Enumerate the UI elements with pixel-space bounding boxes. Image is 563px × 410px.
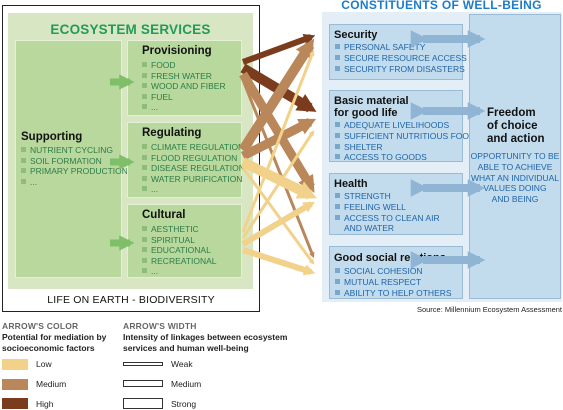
cultural-item: RECREATIONAL <box>142 256 217 267</box>
provisioning-item: FUEL <box>142 92 226 103</box>
legend-width-subtitle: Intensity of linkages between ecosystem … <box>123 332 288 353</box>
regulating-item: DISEASE REGULATION <box>142 163 245 174</box>
basic-material-box: Basic material for good life ADEQUATE LI… <box>329 90 475 162</box>
legend-width-heading: ARROW'S WIDTH <box>123 321 197 331</box>
supporting-title: Supporting <box>21 131 83 143</box>
supporting-items: NUTRIENT CYCLING SOIL FORMATION PRIMARY … <box>21 145 128 187</box>
social-relations-item: SOCIAL COHESION <box>335 266 452 277</box>
security-title: Security <box>334 29 378 41</box>
linkage-regulating-health <box>240 157 317 200</box>
health-title: Health <box>334 178 368 190</box>
regulating-box: Regulating CLIMATE REGULATION FLOOD REGU… <box>127 122 245 198</box>
regulating-item: CLIMATE REGULATION <box>142 142 245 153</box>
cultural-title: Cultural <box>142 209 186 221</box>
regulating-item: FLOOD REGULATION <box>142 153 245 164</box>
cultural-item: EDUCATIONAL <box>142 245 217 256</box>
basic-material-item: SUFFICIENT NUTRITIOUS FOOD <box>335 131 475 142</box>
basic-material-item: SHELTER <box>335 142 475 153</box>
legend-width-medium <box>123 380 163 387</box>
legend-label-width-medium: Medium <box>171 379 202 389</box>
health-item: AND WATER <box>344 223 395 234</box>
linkage-regulating-security <box>238 38 315 153</box>
cultural-box: Cultural AESTHETIC SPIRITUAL EDUCATIONAL… <box>127 204 242 278</box>
supporting-item: PRIMARY PRODUCTION <box>21 166 128 177</box>
legend-width-strong <box>123 398 163 409</box>
legend-label-medium: Medium <box>36 379 67 389</box>
basic-material-items: ADEQUATE LIVELIHOODS SUFFICIENT NUTRITIO… <box>335 120 475 163</box>
freedom-description: OPPORTUNITY TO BE ABLE TO ACHIEVE WHAT A… <box>470 151 560 205</box>
linkage-regulating-social <box>241 167 315 265</box>
cultural-item: AESTHETIC <box>142 224 217 235</box>
regulating-items: CLIMATE REGULATION FLOOD REGULATION DISE… <box>142 142 245 195</box>
security-item: SECURITY FROM DISASTERS <box>335 64 467 75</box>
legend-label-strong: Strong <box>171 399 197 409</box>
source-note: Source: Millennium Ecosystem Assessment <box>416 305 562 314</box>
legend-label-low: Low <box>36 359 52 369</box>
legend-color-subtitle: Potential for mediation by socioeconomic… <box>2 332 107 353</box>
regulating-title: Regulating <box>142 127 202 139</box>
security-item: PERSONAL SAFETY <box>335 42 467 53</box>
linkage-cultural-basic-material <box>241 130 315 239</box>
supporting-item: SOIL FORMATION <box>21 156 128 167</box>
linkage-provisioning-social <box>241 79 315 259</box>
security-items: PERSONAL SAFETY SECURE RESOURCE ACCESS S… <box>335 42 467 74</box>
linkage-cultural-health <box>241 201 315 247</box>
legend-color-heading: ARROW'S COLOR <box>2 321 79 331</box>
provisioning-item: FOOD <box>142 60 226 71</box>
legend-label-high: High <box>36 399 54 409</box>
social-relations-item: MUTUAL RESPECT <box>335 277 452 288</box>
health-item: ACCESS TO CLEAN AIR <box>335 213 440 224</box>
legend-label-weak: Weak <box>171 359 193 369</box>
supporting-item: NUTRIENT CYCLING <box>21 145 128 156</box>
basic-material-item: ADEQUATE LIVELIHOODS <box>335 120 475 131</box>
health-item: FEELING WELL <box>335 202 440 213</box>
cultural-items: AESTHETIC SPIRITUAL EDUCATIONAL RECREATI… <box>142 224 217 277</box>
wellbeing-title: CONSTITUENTS OF WELL-BEING <box>341 0 542 12</box>
biodiversity-label: LIFE ON EARTH - BIODIVERSITY <box>47 294 215 306</box>
ecosystem-services-title: ECOSYSTEM SERVICES <box>50 22 211 37</box>
provisioning-title: Provisioning <box>142 45 212 57</box>
basic-material-item: ACCESS TO GOODS <box>335 152 475 163</box>
provisioning-item: FRESH WATER <box>142 71 226 82</box>
health-items: STRENGTH FEELING WELL ACCESS TO CLEAN AI… <box>335 191 440 234</box>
regulating-item: ... <box>142 184 245 195</box>
linkage-cultural-social <box>242 247 316 276</box>
linkage-provisioning-health <box>239 71 315 193</box>
freedom-title: Freedom of choice and action <box>487 107 545 145</box>
provisioning-item: WOOD AND FIBER <box>142 81 226 92</box>
legend-swatch-low <box>2 359 28 370</box>
legend-swatch-medium <box>2 379 28 390</box>
linkage-provisioning-basic-material <box>240 63 317 113</box>
linkage-cultural-security <box>241 49 315 233</box>
social-relations-items: SOCIAL COHESION MUTUAL RESPECT ABILITY T… <box>335 266 452 298</box>
legend-width-weak <box>123 362 163 366</box>
social-relations-item: ABILITY TO HELP OTHERS <box>335 288 452 299</box>
supporting-item: ... <box>21 177 128 188</box>
security-item: SECURE RESOURCE ACCESS <box>335 53 467 64</box>
cultural-item: SPIRITUAL <box>142 235 217 246</box>
health-item: STRENGTH <box>335 191 440 202</box>
regulating-item: WATER PURIFICATION <box>142 174 245 185</box>
linkage-regulating-basic-material <box>240 117 317 161</box>
basic-material-title: Basic material for good life <box>334 95 409 119</box>
cultural-item: ... <box>142 266 217 277</box>
legend-swatch-high <box>2 398 28 409</box>
provisioning-item: ... <box>142 102 226 113</box>
provisioning-items: FOOD FRESH WATER WOOD AND FIBER FUEL ... <box>142 60 226 113</box>
